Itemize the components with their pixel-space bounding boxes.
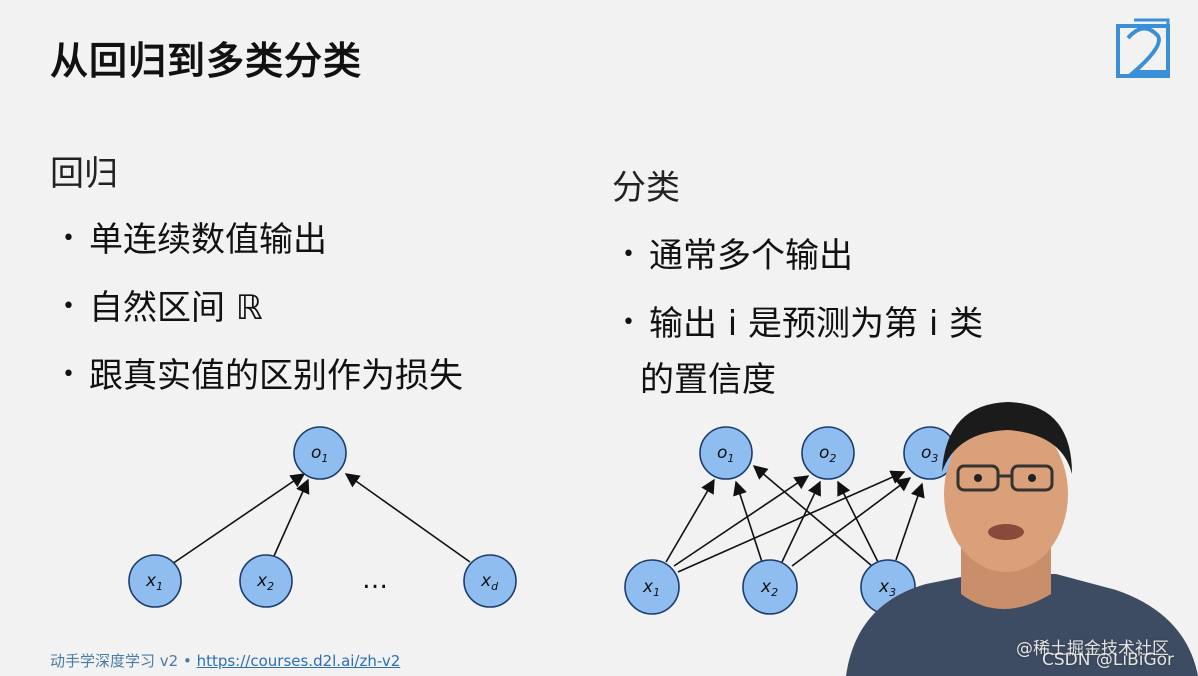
classification-output-node-1: o1 — [700, 427, 752, 479]
regression-input-node-1: x1 — [129, 555, 181, 607]
watermark-csdn: CSDN @LiBiGor — [1042, 650, 1174, 670]
regression-input-node-2: x2 — [240, 555, 292, 607]
regression-output-node: o1 — [294, 427, 346, 479]
footer-course: 动手学深度学习 v2 • — [50, 652, 197, 670]
footer-link[interactable]: https://courses.d2l.ai/zh-v2 — [197, 652, 401, 670]
classification-input-node-2: x2 — [743, 560, 797, 614]
footer: 动手学深度学习 v2 • https://courses.d2l.ai/zh-v… — [50, 650, 400, 671]
regression-ellipsis: … — [362, 565, 388, 595]
classification-input-node-1: x1 — [625, 560, 679, 614]
regression-input-node-d: xd — [464, 555, 516, 607]
regression-edges — [172, 474, 470, 564]
